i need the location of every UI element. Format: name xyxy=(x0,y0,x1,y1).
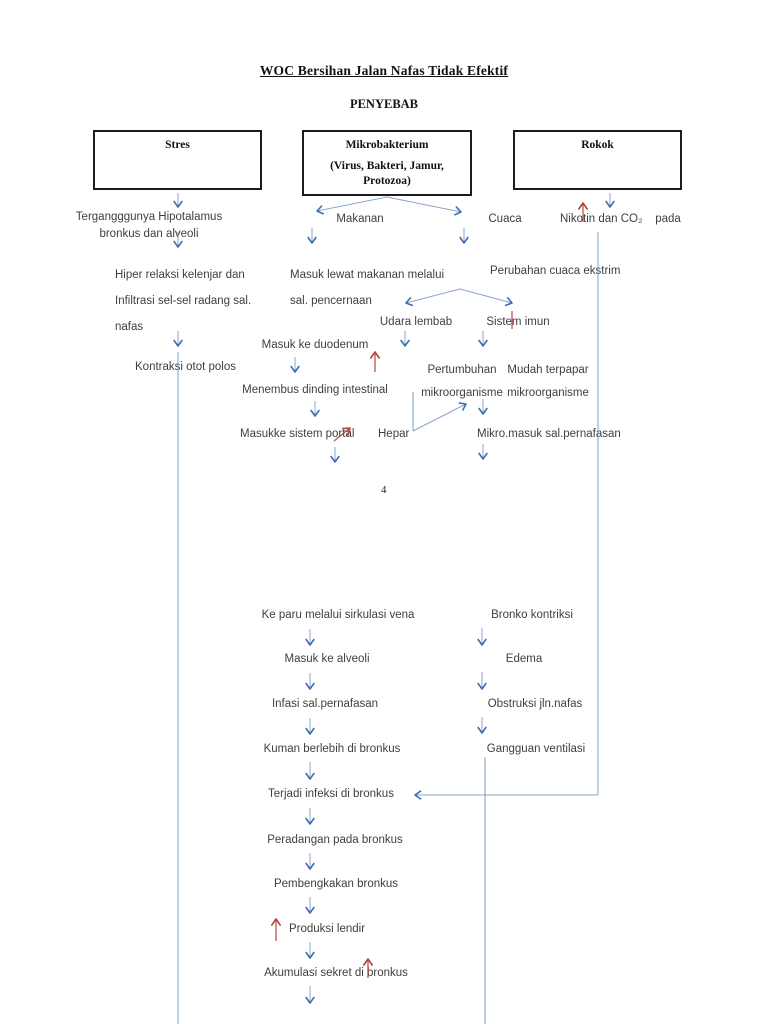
node-mikro-masuk-pernafasan: Mikro.masuk sal.pernafasan xyxy=(477,428,621,440)
cause-box-stres: Stres xyxy=(93,130,262,190)
node-masuk-alveoli: Masuk ke alveoli xyxy=(284,653,370,665)
cause-box-rokok: Rokok xyxy=(513,130,682,190)
section-heading-penyebab: PENYEBAB xyxy=(349,97,419,111)
node-hepar: Hepar xyxy=(378,428,410,440)
node-gangguan-ventilasi: Gangguan ventilasi xyxy=(486,743,586,755)
node-makanan: Makanan xyxy=(336,213,384,225)
node-terjadi-infeksi: Terjadi infeksi di bronkus xyxy=(268,788,394,800)
node-edema: Edema xyxy=(505,653,543,665)
cause-box-stres-label: Stres xyxy=(165,139,190,151)
node-pembengkakan-bronkus: Pembengkakan bronkus xyxy=(273,878,399,890)
node-masuk-duodenum: Masuk ke duodenum xyxy=(261,339,369,351)
node-menembus-intestinal: Menembus dinding intestinal xyxy=(242,384,388,396)
node-peradangan-bronkus: Peradangan pada bronkus xyxy=(267,834,403,846)
page-title: WOC Bersihan Jalan Nafas Tidak Efektif xyxy=(259,63,509,78)
node-obstruksi-nafas: Obstruksi jln.nafas xyxy=(487,698,583,710)
node-masuk-lewat-makanan: Masuk lewat makanan melalui sal. pencern… xyxy=(290,269,445,307)
cause-box-mikrobakterium: Mikrobakterium (Virus, Bakteri, Jamur, P… xyxy=(302,130,472,196)
node-nikotin-co2: Nikotin dan CO₂ pada xyxy=(560,213,681,225)
node-perubahan-cuaca: Perubahan cuaca ekstrim xyxy=(490,265,621,277)
node-masukke-portal: Masukke sistem portal xyxy=(240,428,355,440)
cause-box-mikrobakterium-label: Mikrobakterium xyxy=(345,139,429,151)
page-number: 4 xyxy=(381,484,387,496)
node-produksi-lendir: Produksi lendir xyxy=(289,923,366,935)
node-bronko-kontriksi: Bronko kontriksi xyxy=(491,609,573,621)
node-terganggunya-hipotalamus: Tergangggunya Hipotalamus bronkus dan al… xyxy=(75,211,223,240)
node-sistem-imun: Sistem imun xyxy=(486,316,550,328)
cause-box-mikrobakterium-sublabel: (Virus, Bakteri, Jamur, Protozoa) xyxy=(330,160,444,187)
node-hiper-relaksi: Hiper relaksi kelenjar dan Infiltrasi se… xyxy=(115,269,252,333)
cause-box-rokok-label: Rokok xyxy=(581,139,614,151)
node-infasi-pernafasan: Infasi sal.pernafasan xyxy=(271,698,379,710)
node-pertumbuhan-mikroorganisme: Pertumbuhan mikroorganisme xyxy=(421,364,503,399)
node-akumulasi-sekret: Akumulasi sekret di bronkus xyxy=(264,967,408,979)
node-udara-lembab: Udara lembab xyxy=(379,316,453,328)
node-mudah-terpapar-mikroorganisme: Mudah terpapar mikroorganisme xyxy=(507,364,589,399)
node-cuaca: Cuaca xyxy=(488,213,522,225)
node-kontraksi-otot: Kontraksi otot polos xyxy=(135,361,237,373)
node-ke-paru: Ke paru melalui sirkulasi vena xyxy=(261,609,415,621)
node-kuman-berlebih: Kuman berlebih di bronkus xyxy=(263,743,401,755)
